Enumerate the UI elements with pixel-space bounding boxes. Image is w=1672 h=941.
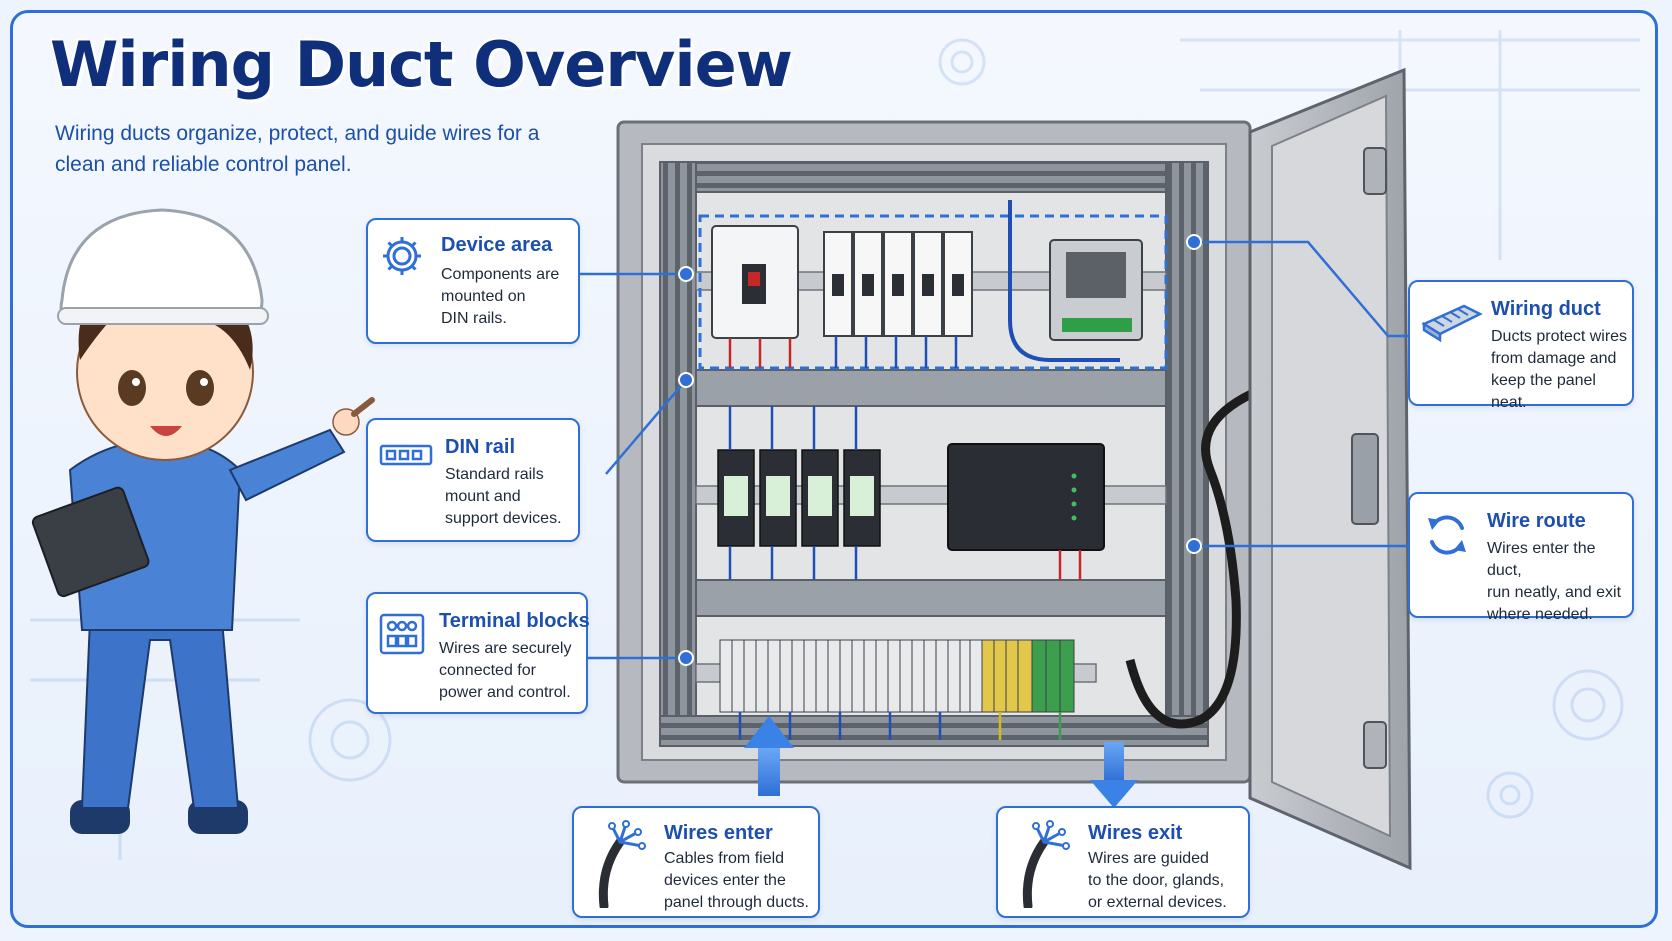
cable-bundle-icon	[598, 820, 646, 908]
page-subtitle: Wiring ducts organize, protect, and guid…	[55, 122, 540, 176]
relays	[717, 449, 881, 547]
wires-exit-arrow	[1090, 742, 1138, 808]
din-rail-callout: DIN rail Standard rails mount and suppor…	[366, 418, 580, 542]
page-title: Wiring Duct Overview	[50, 28, 793, 101]
circuit-breakers	[823, 231, 973, 337]
wiring-duct-frame	[659, 161, 1209, 747]
power-supply	[1049, 239, 1143, 341]
wires-enter-title: Wires enter	[664, 822, 773, 844]
terminal-blocks-text: Wires are securely connected for power a…	[439, 640, 572, 701]
wire-route-callout: Wire route Wires enter the duct, run nea…	[1408, 492, 1634, 623]
din-rail-title: DIN rail	[445, 436, 516, 458]
route-arrows-icon	[1428, 515, 1466, 555]
terminal-blocks	[719, 639, 1075, 713]
cable-bundle-icon	[1022, 820, 1070, 908]
device-area-text: Components are mounted on DIN rails.	[441, 266, 560, 327]
callout-dots	[678, 234, 1202, 666]
wiring-duct-title: Wiring duct	[1491, 298, 1601, 320]
device-area-title: Device area	[441, 234, 553, 256]
callout-connectors	[580, 240, 1408, 660]
enclosure-door	[1248, 67, 1412, 871]
terminal-blocks-callout: Terminal blocks Wires are securely conne…	[366, 592, 590, 714]
din-rail-icon	[379, 444, 433, 466]
wires-enter-callout: Wires enter Cables from field devices en…	[572, 806, 820, 918]
engineer-character	[31, 208, 375, 834]
device-area-highlight	[698, 214, 1168, 370]
wires-exit-title: Wires exit	[1088, 822, 1183, 844]
wires-exit-text: Wires are guided to the door, glands, or…	[1088, 850, 1227, 911]
wires-exit-callout: Wires exit Wires are guided to the door,…	[996, 806, 1250, 918]
wire-route-title: Wire route	[1487, 510, 1586, 532]
terminal-blocks-title: Terminal blocks	[439, 610, 590, 632]
background-gear-icon	[30, 30, 1640, 860]
device-area-callout: Device area Components are mounted on DI…	[366, 218, 580, 344]
wires-enter-arrow	[744, 716, 794, 796]
wire-route-text: Wires enter the duct, run neatly, and ex…	[1487, 540, 1622, 623]
wiring-duct-icon	[1421, 304, 1483, 343]
main-breaker	[711, 225, 799, 339]
plc-controller	[947, 443, 1105, 551]
wires-enter-text: Cables from field devices enter the pane…	[664, 850, 809, 911]
terminal-block-icon	[379, 613, 425, 655]
gear-icon	[383, 237, 421, 275]
din-rail-text: Standard rails mount and support devices…	[445, 466, 562, 527]
wiring-duct-text: Ducts protect wires from damage and keep…	[1491, 328, 1628, 411]
wiring-duct-callout: Wiring duct Ducts protect wires from dam…	[1408, 280, 1634, 411]
